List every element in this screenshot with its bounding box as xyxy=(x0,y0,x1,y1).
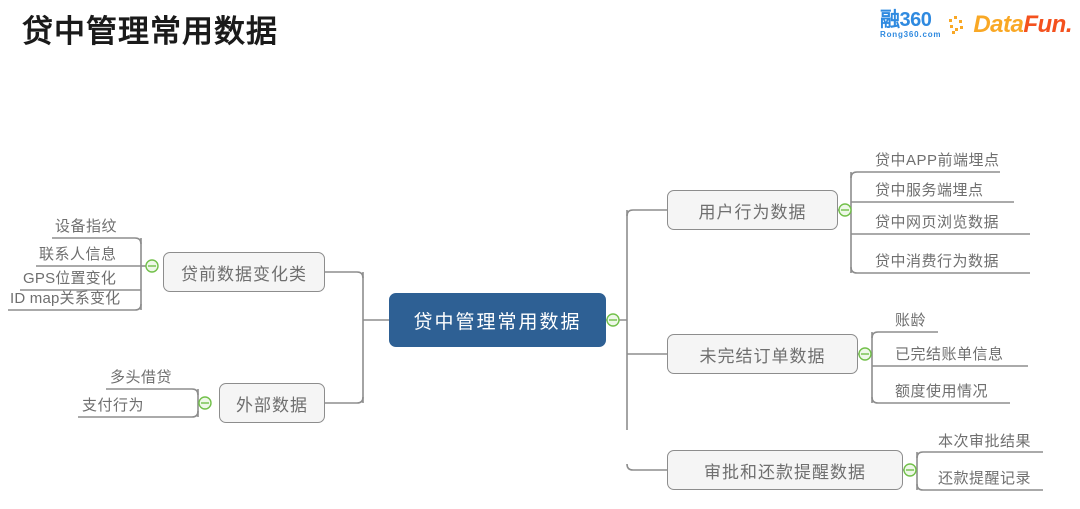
connector-r3-child-1 xyxy=(916,451,1043,459)
leaf-lianxiren-xinxi[interactable]: 联系人信息 xyxy=(39,246,117,263)
connector-r3-child-2 xyxy=(916,483,1043,491)
leaf-benci-shenpi-jieguo[interactable]: 本次审批结果 xyxy=(938,433,1032,450)
leaf-gps-weizhi-bianhua[interactable]: GPS位置变化 xyxy=(23,270,117,287)
connector-left-branch-2 xyxy=(325,396,364,404)
rong360-logo-main: 融360 xyxy=(880,9,932,31)
datafun-logo: DataFun. xyxy=(973,10,1072,38)
datafun-dots-icon xyxy=(949,15,965,35)
leaf-shebei-zhiwen[interactable]: 设备指纹 xyxy=(55,218,118,235)
connector-r1-child-1 xyxy=(850,171,1000,179)
leaf-edu-shiyong-qingkuang[interactable]: 额度使用情况 xyxy=(895,383,989,400)
connector-r2-child-1 xyxy=(871,331,938,339)
leaf-zhifu-xingwei[interactable]: 支付行为 xyxy=(82,397,145,414)
datafun-logo-part2: Fun. xyxy=(1023,10,1072,38)
connector-right-branch-3 xyxy=(626,463,667,471)
connector-right-branch-1 xyxy=(626,209,667,217)
logo-bar: 融360 Rong360.com DataFun. xyxy=(880,10,1072,39)
mindmap-node-daiqian-shuju[interactable]: 贷前数据变化类 xyxy=(163,252,325,292)
leaf-huankuan-tixing-jilu[interactable]: 还款提醒记录 xyxy=(938,470,1032,487)
mindmap-node-waibu-shuju[interactable]: 外部数据 xyxy=(219,383,325,423)
leaf-id-map-guanxi-bianhua[interactable]: ID map关系变化 xyxy=(10,290,121,307)
datafun-logo-part1: Data xyxy=(973,10,1024,38)
mindmap-node-yonghu-xingwei[interactable]: 用户行为数据 xyxy=(667,190,838,230)
connector-r2-child-3 xyxy=(871,396,1010,404)
connector-l2-child-1 xyxy=(106,388,199,396)
mindmap-node-weiwanjie-dingdan[interactable]: 未完结订单数据 xyxy=(667,334,858,374)
leaf-xiaofei-xingwei-shuju[interactable]: 贷中消费行为数据 xyxy=(875,253,1000,270)
mindmap-node-shenpi-huankuan[interactable]: 审批和还款提醒数据 xyxy=(667,450,903,490)
connector-r1-child-4 xyxy=(850,266,1030,274)
leaf-yiwanjie-zhangdan-xinxi[interactable]: 已完结账单信息 xyxy=(895,346,1004,363)
leaf-fuwuduan-maidian[interactable]: 贷中服务端埋点 xyxy=(875,182,984,199)
leaf-app-qianduan-maidian[interactable]: 贷中APP前端埋点 xyxy=(875,152,1000,169)
connector-l2-child-2 xyxy=(78,410,199,418)
connector-l1-child-1 xyxy=(52,237,142,245)
mindmap-root-node[interactable]: 贷中管理常用数据 xyxy=(389,293,606,347)
leaf-wangye-liulan-shuju[interactable]: 贷中网页浏览数据 xyxy=(875,214,1000,231)
rong360-logo-sub: Rong360.com xyxy=(880,30,942,39)
leaf-duotou-jiedai[interactable]: 多头借贷 xyxy=(110,369,173,386)
page-title: 贷中管理常用数据 xyxy=(22,14,278,49)
rong360-logo: 融360 Rong360.com xyxy=(880,10,941,39)
connector-l1-child-4 xyxy=(8,303,142,311)
connector-left-branch-1 xyxy=(325,271,364,279)
toggle-circles[interactable] xyxy=(145,203,917,477)
leaf-zhangling[interactable]: 账龄 xyxy=(895,312,927,329)
